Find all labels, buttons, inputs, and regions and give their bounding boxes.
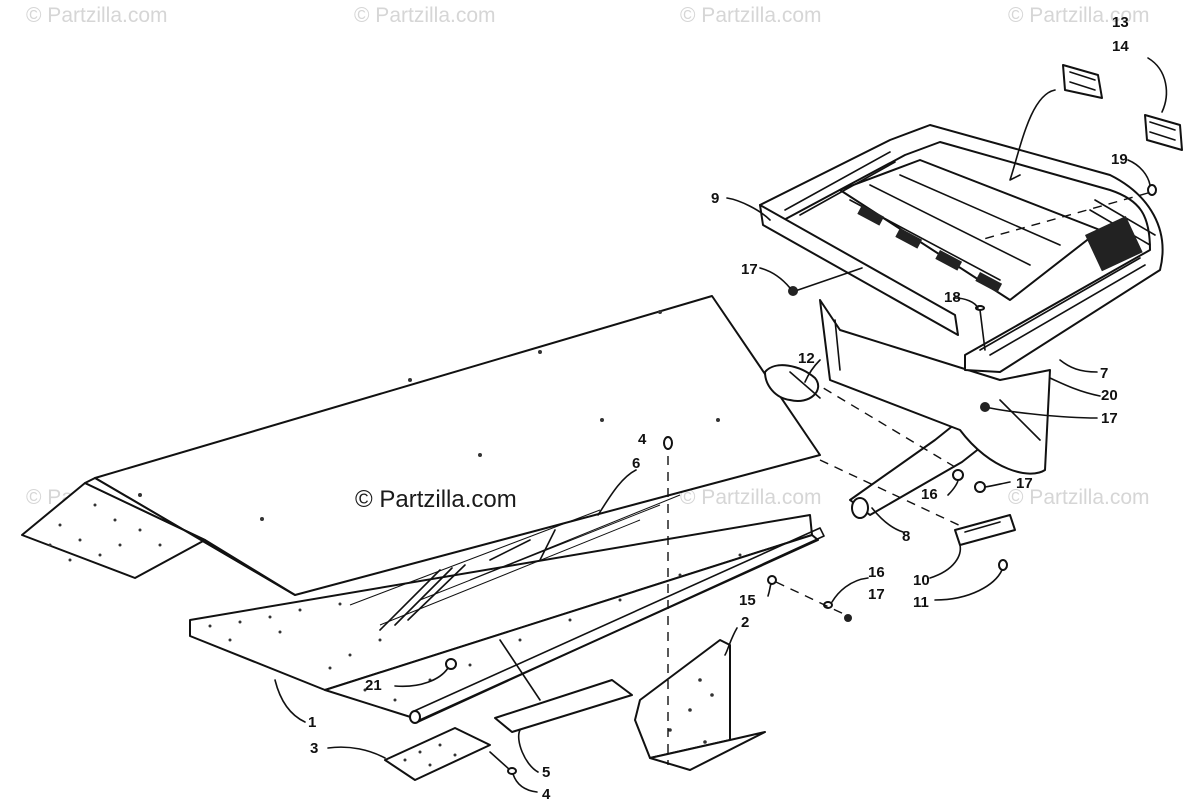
callout-5: 5 <box>542 764 550 781</box>
leader-lines <box>274 57 1168 793</box>
callout-14: 14 <box>1112 38 1129 55</box>
callout-16-b: 16 <box>868 564 885 581</box>
callout-10: 10 <box>913 572 930 589</box>
watermark-top-4: © Partzilla.com <box>1008 4 1150 27</box>
watermark-top-3: © Partzilla.com <box>680 4 822 27</box>
callout-18: 18 <box>944 289 961 306</box>
callout-4-b: 4 <box>542 786 551 803</box>
plate-part-5 <box>494 639 633 733</box>
callout-7: 7 <box>1100 365 1108 382</box>
watermark-mid-2: © Partzilla.com <box>680 486 822 509</box>
callout-3: 3 <box>310 740 318 757</box>
plate-part-3 <box>384 727 517 781</box>
callout-2: 2 <box>741 614 749 631</box>
callout-21: 21 <box>365 677 382 694</box>
callout-11: 11 <box>913 594 929 611</box>
callout-numbers: 13 14 19 9 17 18 12 7 20 17 4 6 16 17 8 … <box>308 14 1129 803</box>
callout-17-c: 17 <box>1016 475 1033 492</box>
callout-19: 19 <box>1111 151 1128 168</box>
callout-13: 13 <box>1112 14 1129 31</box>
watermark-top-1: © Partzilla.com <box>26 4 168 27</box>
callout-15: 15 <box>739 592 756 609</box>
hardware <box>445 184 1157 670</box>
watermark-top-2: © Partzilla.com <box>354 4 496 27</box>
callout-1: 1 <box>308 714 316 731</box>
reflector-part-14 <box>1144 114 1183 151</box>
tunnel-panel <box>21 295 825 724</box>
reflector-part-13 <box>1062 64 1103 99</box>
callout-4-a: 4 <box>638 431 647 448</box>
bracket-part-2 <box>634 639 766 771</box>
callout-20: 20 <box>1101 387 1118 404</box>
callout-17-d: 17 <box>868 586 885 603</box>
callout-8: 8 <box>902 528 910 545</box>
grab-rack-part-7 <box>759 124 1164 373</box>
watermark-mid-3: © Partzilla.com <box>1008 486 1150 509</box>
callout-12: 12 <box>798 350 815 367</box>
callout-17-b: 17 <box>1101 410 1118 427</box>
rod-part-4 <box>663 436 673 765</box>
callout-6: 6 <box>632 455 640 472</box>
callout-9: 9 <box>711 190 719 207</box>
callout-16-a: 16 <box>921 486 938 503</box>
watermark-center: © Partzilla.com <box>355 486 517 513</box>
callout-17-a: 17 <box>741 261 758 278</box>
side-brace-part-20 <box>819 299 1051 475</box>
